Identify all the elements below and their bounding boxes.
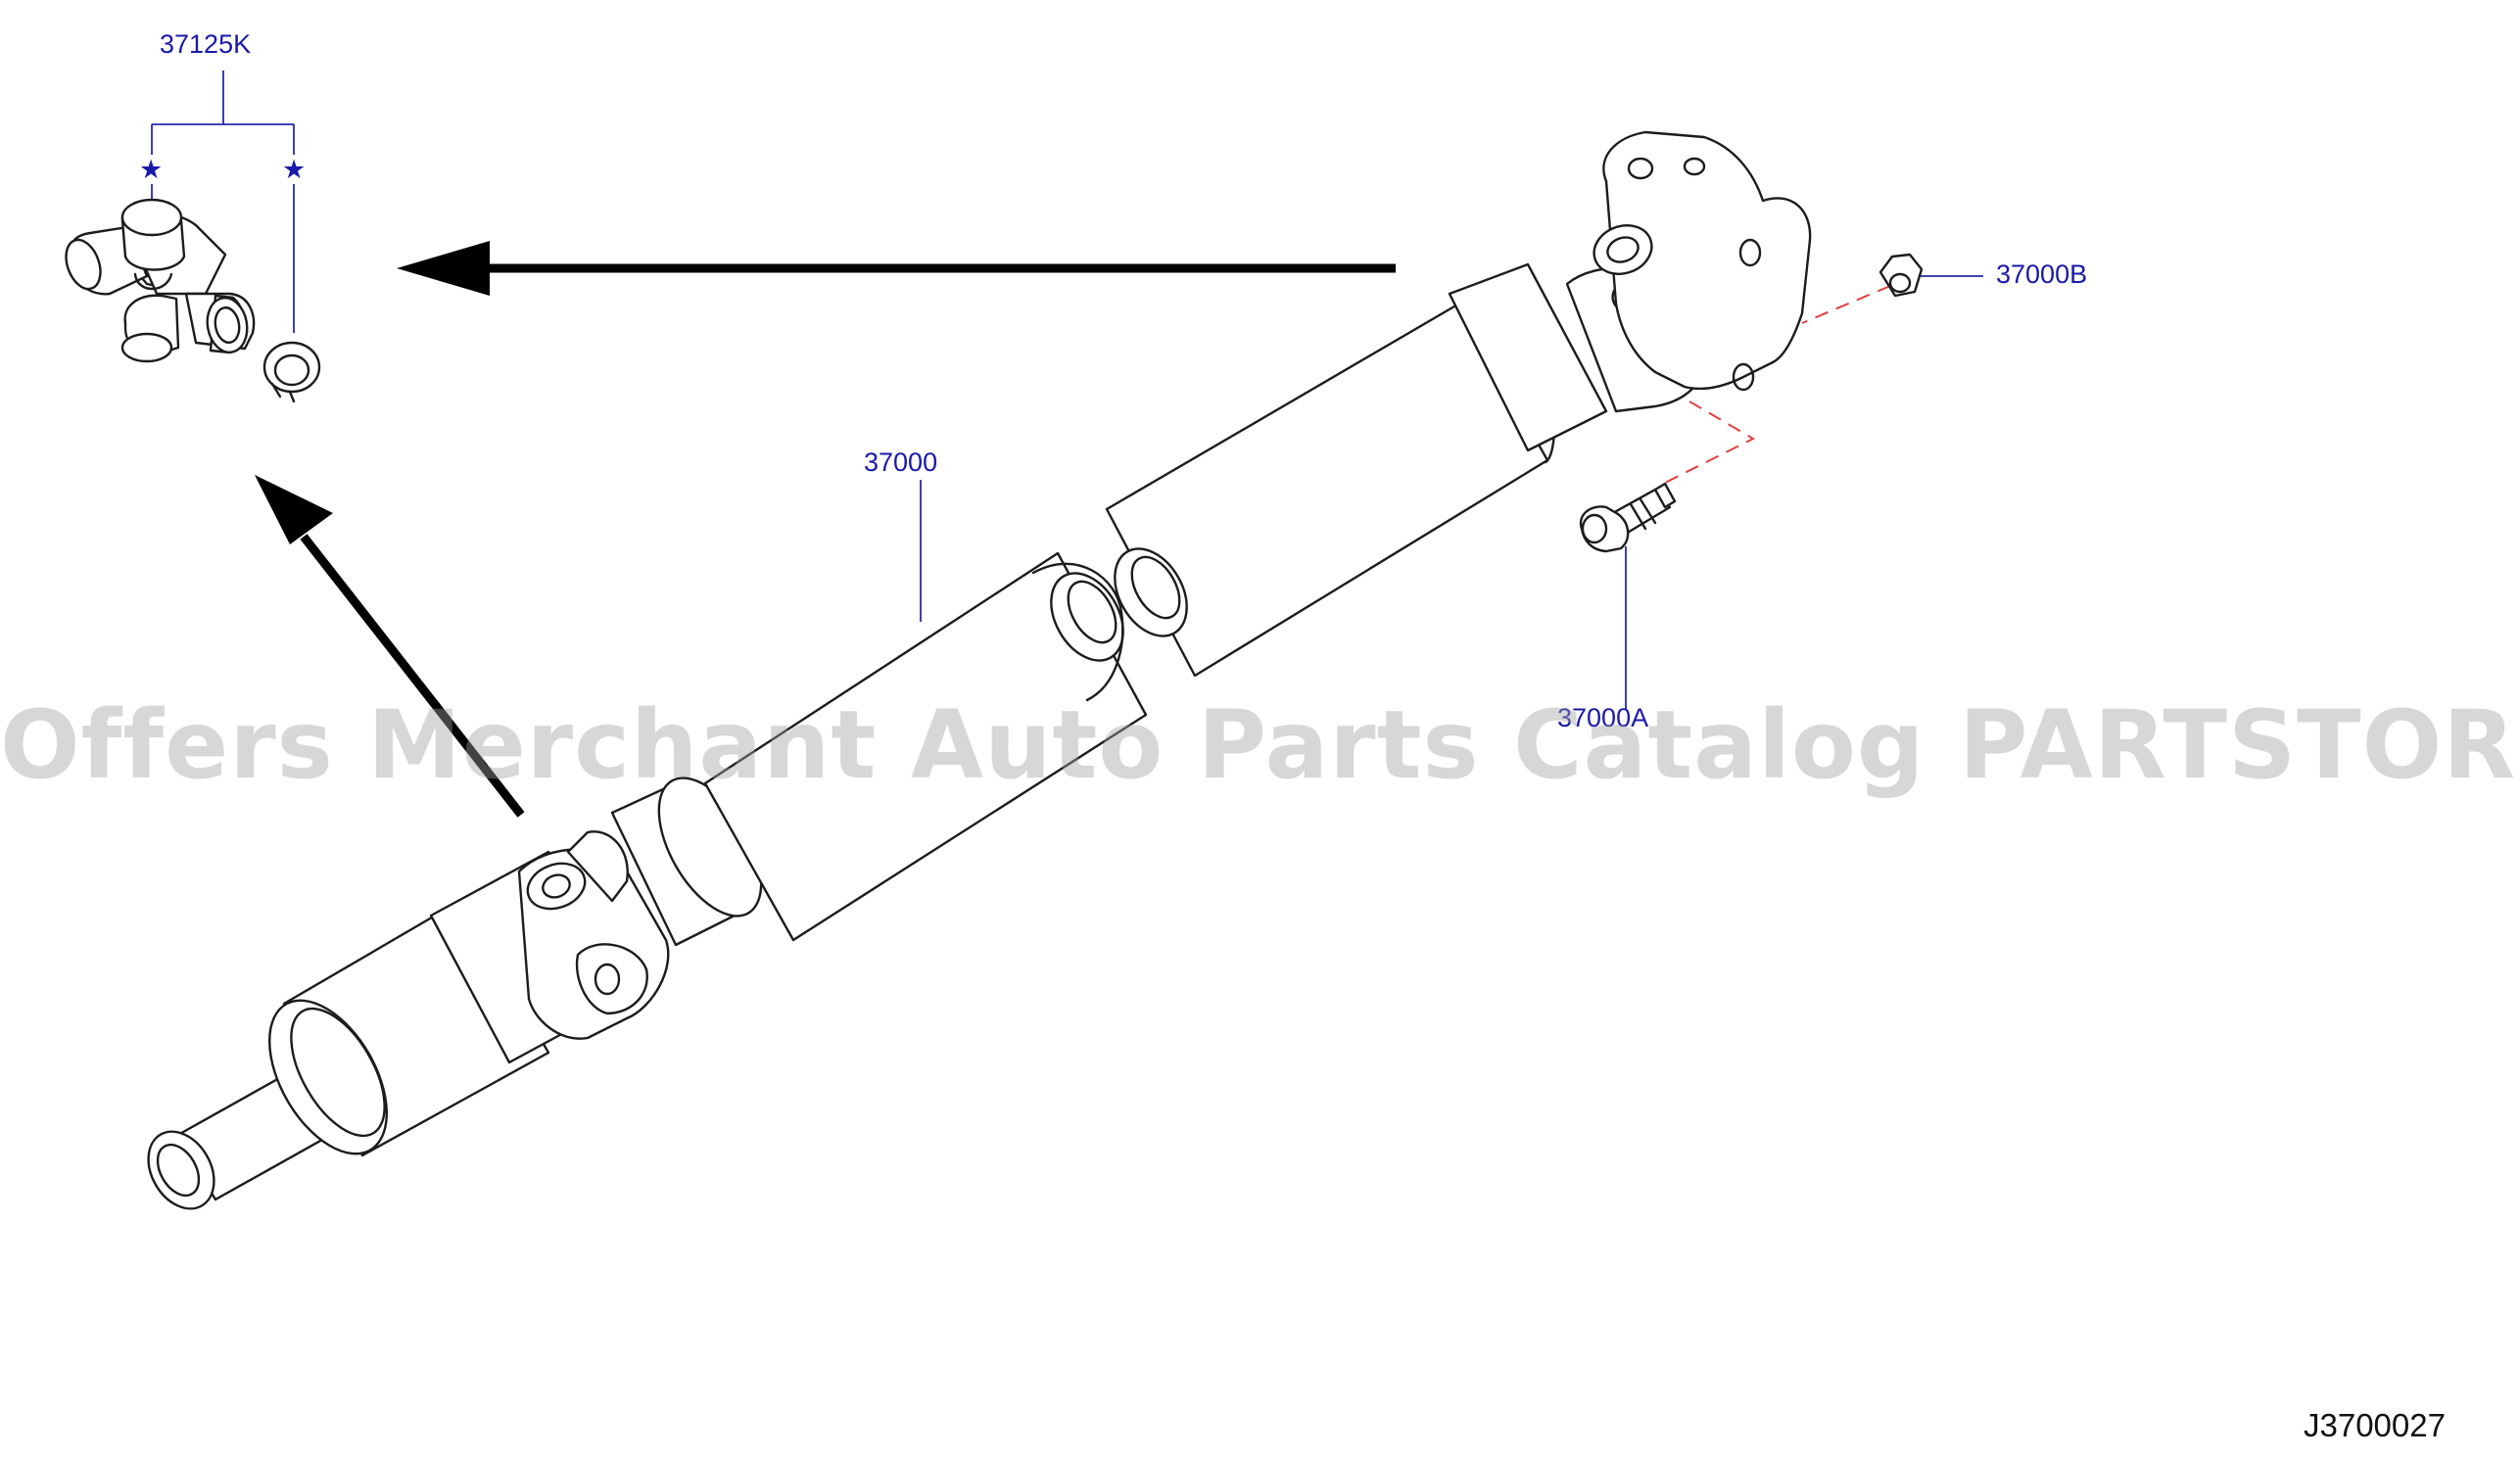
label-universal-joint-kit[interactable]: 37125K xyxy=(160,29,252,59)
arrow-to-kit-diagonal xyxy=(255,475,525,818)
universal-joint-spider xyxy=(65,198,256,363)
label-bolt[interactable]: 37000A xyxy=(1557,703,1649,732)
label-propeller-shaft[interactable]: 37000 xyxy=(864,447,938,477)
flange-nut xyxy=(1878,253,1924,298)
label-nut[interactable]: 37000B xyxy=(1996,259,2088,289)
watermark: Offers Merchant Auto Parts Catalog PARTS… xyxy=(0,690,2520,800)
diagram-id: J3700027 xyxy=(2304,1407,2446,1443)
flange-bolt xyxy=(1579,482,1677,553)
snap-ring xyxy=(262,341,321,403)
arrow-to-kit-horizontal xyxy=(397,241,1396,296)
star-marker-left: ★ xyxy=(139,155,164,184)
star-marker-right: ★ xyxy=(282,155,307,184)
bolt-nut-dashed-lines xyxy=(1664,285,1891,484)
propeller-shaft xyxy=(147,130,1812,1210)
